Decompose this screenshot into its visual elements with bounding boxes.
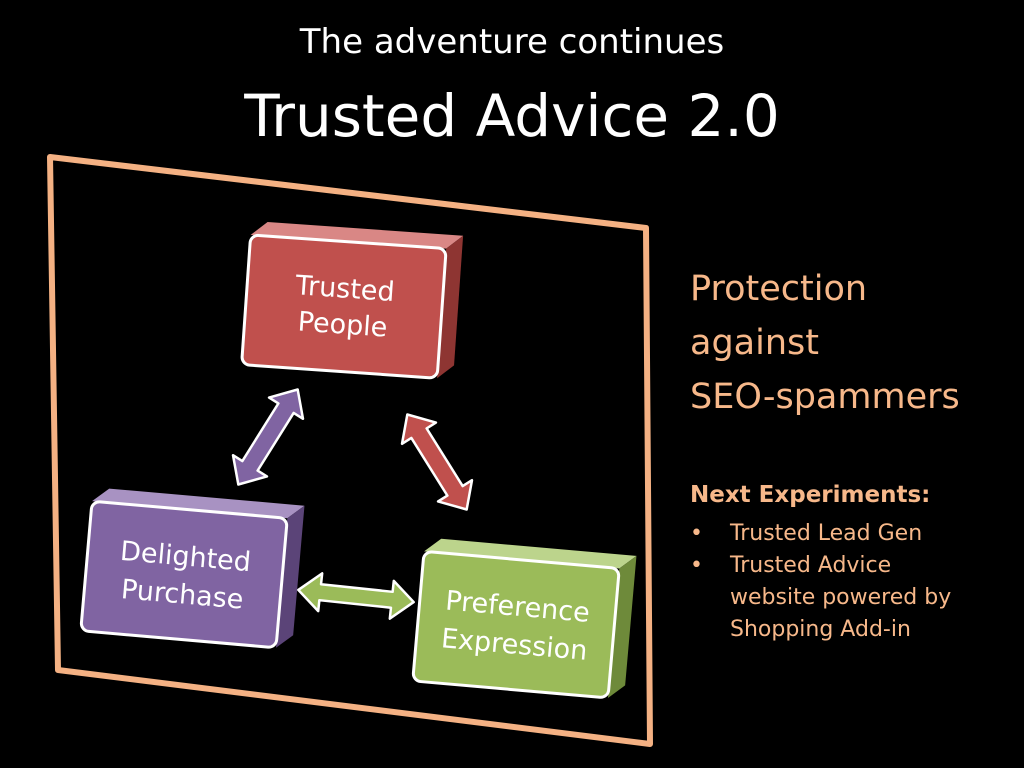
side-heading-line: against [690, 323, 819, 363]
trusted-people-box: Trusted People [240, 222, 464, 380]
bullet-icon: • [690, 553, 703, 578]
slide-subtitle: The adventure continues [299, 22, 725, 62]
arrow-people-preference [400, 413, 474, 511]
next-experiments-list: • Trusted Lead Gen • Trusted Advice webs… [690, 518, 990, 646]
trusted-people-label-line2: People [297, 306, 389, 343]
list-item-line: Shopping Add-in [730, 617, 911, 642]
preference-expression-box: Preference Expression [411, 538, 637, 699]
arrow-purchase-preference [297, 572, 415, 620]
list-item: • Trusted Lead Gen [690, 518, 990, 550]
side-heading: Protection against SEO-spammers [690, 262, 1010, 424]
side-heading-line: Protection [690, 269, 868, 309]
arrow-people-purchase [231, 388, 305, 486]
list-item: • Trusted Advice website powered by Shop… [690, 550, 990, 646]
list-item-line: website powered by [730, 585, 952, 610]
side-heading-line: SEO-spammers [690, 377, 960, 417]
list-item-line: Trusted Advice [730, 553, 892, 578]
trusted-people-label-line1: Trusted [294, 270, 396, 308]
slide-title: Trusted Advice 2.0 [244, 82, 780, 150]
list-item-line: Trusted Lead Gen [730, 521, 923, 546]
delighted-purchase-box: Delighted Purchase [79, 488, 305, 649]
next-experiments-title: Next Experiments: [690, 482, 931, 508]
bullet-icon: • [690, 521, 703, 546]
